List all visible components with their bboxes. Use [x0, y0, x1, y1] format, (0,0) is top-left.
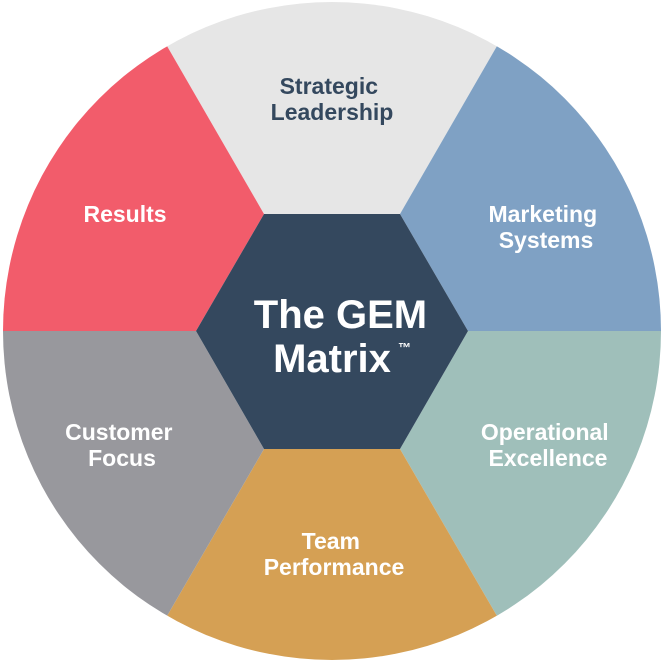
segment-team-performance — [167, 449, 497, 660]
label-marketing-systems: Marketing Systems — [488, 201, 603, 253]
segment-strategic-leadership — [167, 2, 497, 214]
trademark-mark: ™ — [398, 340, 411, 355]
label-strategic-leadership: Strategic Leadership — [271, 73, 394, 125]
label-operational-excellence: Operational Excellence — [481, 419, 615, 471]
label-results: Results — [83, 201, 166, 227]
label-team-performance: Team Performance — [264, 528, 405, 580]
center-hexagon — [196, 214, 468, 449]
label-customer-focus: Customer Focus — [65, 419, 179, 471]
center-title: The GEM Matrix — [254, 293, 438, 381]
